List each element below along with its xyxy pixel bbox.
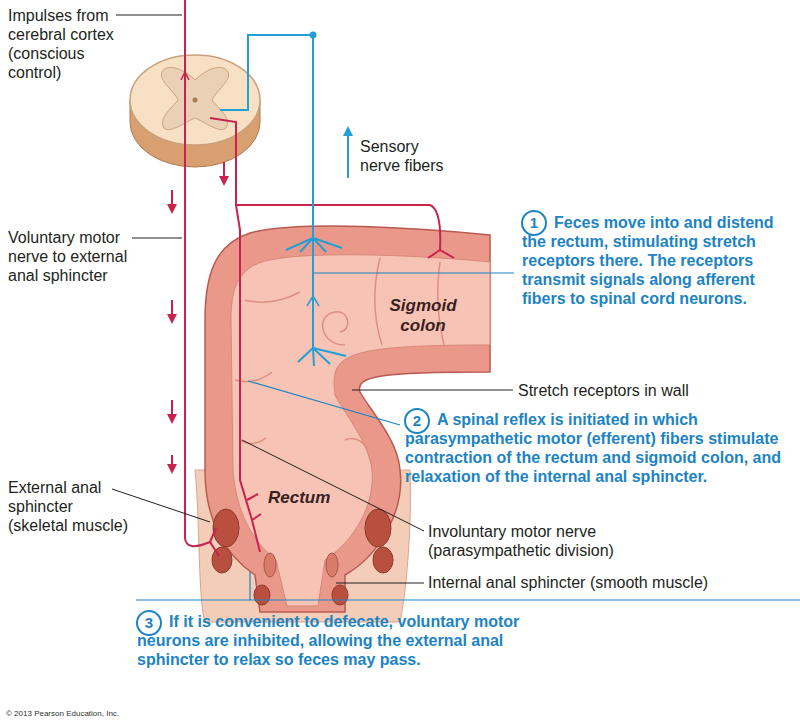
part-label: Voluntary motor nerve to external anal s… <box>8 228 158 285</box>
sensory-nerve <box>300 238 313 252</box>
leader-line <box>352 390 513 391</box>
part-label: Involuntary motor nerve (parasympathetic… <box>428 522 668 560</box>
motor-nerve <box>236 205 260 552</box>
leader-line <box>112 15 513 583</box>
callout-text: A spinal reflex is initiated in which pa… <box>405 410 795 486</box>
callout-text: Feces move into and distend the rectum, … <box>522 213 794 308</box>
external-sphincter <box>212 509 393 605</box>
motor-nerve <box>440 250 454 258</box>
direction-arrow <box>167 204 177 214</box>
direction-arrow <box>167 314 177 324</box>
ganglion-dot <box>310 32 317 39</box>
organ-label: Rectum <box>268 488 330 508</box>
sensory-nerve <box>220 35 313 348</box>
copyright-note: © 2013 Pearson Education, Inc. <box>6 709 119 719</box>
sensory-nerve <box>298 348 313 362</box>
direction-arrow <box>307 296 319 306</box>
internal-sphincter <box>264 553 276 577</box>
external-sphincter <box>213 509 239 547</box>
external-sphincter <box>373 547 393 573</box>
direction-arrow <box>307 126 353 306</box>
external-sphincter <box>365 509 391 547</box>
callout-circle: 2 <box>404 408 430 434</box>
mucosal-fold <box>375 258 382 345</box>
motor-nerve <box>252 514 261 520</box>
callout-circle: 3 <box>136 610 162 636</box>
direction-arrow <box>347 132 349 178</box>
direction-arrow <box>181 72 189 80</box>
sensory-nerve <box>313 348 314 366</box>
direction-arrow <box>343 126 353 136</box>
callout-number: 2 <box>413 413 421 429</box>
part-label: External anal sphincter (skeletal muscle… <box>8 478 136 535</box>
mucosal-fold <box>235 258 444 450</box>
sensory-nerve <box>313 348 346 356</box>
callout-number: 3 <box>145 615 153 631</box>
motor-nerve <box>210 542 219 556</box>
leader-line <box>116 15 182 16</box>
part-label: Impulses from cerebral cortex (conscious… <box>8 6 133 82</box>
leader-line <box>336 583 424 584</box>
leader-line <box>132 238 182 239</box>
leader-line <box>242 440 424 531</box>
direction-arrow <box>219 176 229 186</box>
callout-number: 1 <box>530 215 538 231</box>
internal-sphincter <box>326 553 338 577</box>
mucosal-fold <box>323 312 348 345</box>
direction-arrow <box>167 72 229 474</box>
callout-line <box>249 572 250 600</box>
part-label: Internal anal sphincter (smooth muscle) <box>428 573 708 592</box>
motor-nerve <box>247 494 258 500</box>
mucosal-fold <box>245 292 300 302</box>
motor-nerve <box>210 118 440 250</box>
external-sphincter <box>254 585 270 605</box>
sensory-nerve <box>286 238 313 250</box>
callout-line <box>136 599 800 600</box>
part-label: Stretch receptors in wall <box>518 381 689 400</box>
direction-arrow <box>167 464 177 474</box>
callout-line <box>248 381 400 425</box>
callout-line <box>314 272 514 273</box>
callout-text: If it is convenient to defecate, volunta… <box>137 612 557 669</box>
spinal-cord <box>130 55 260 145</box>
external-sphincter <box>332 585 348 605</box>
callout-line <box>136 273 800 600</box>
spinal-cord <box>193 98 198 103</box>
sensory-nerve <box>220 35 346 366</box>
mucosal-fold <box>345 438 368 450</box>
callout-circle: 1 <box>521 210 547 236</box>
motor-nerve <box>185 0 210 546</box>
motor-nerve <box>428 250 440 258</box>
part-label: Sensory nerve fibers <box>360 137 456 175</box>
motor-nerve <box>210 528 216 542</box>
internal-sphincter <box>264 553 338 577</box>
organ-label: Sigmoid colon <box>383 296 463 336</box>
direction-arrow <box>167 414 177 424</box>
sensory-nerve <box>313 238 342 248</box>
